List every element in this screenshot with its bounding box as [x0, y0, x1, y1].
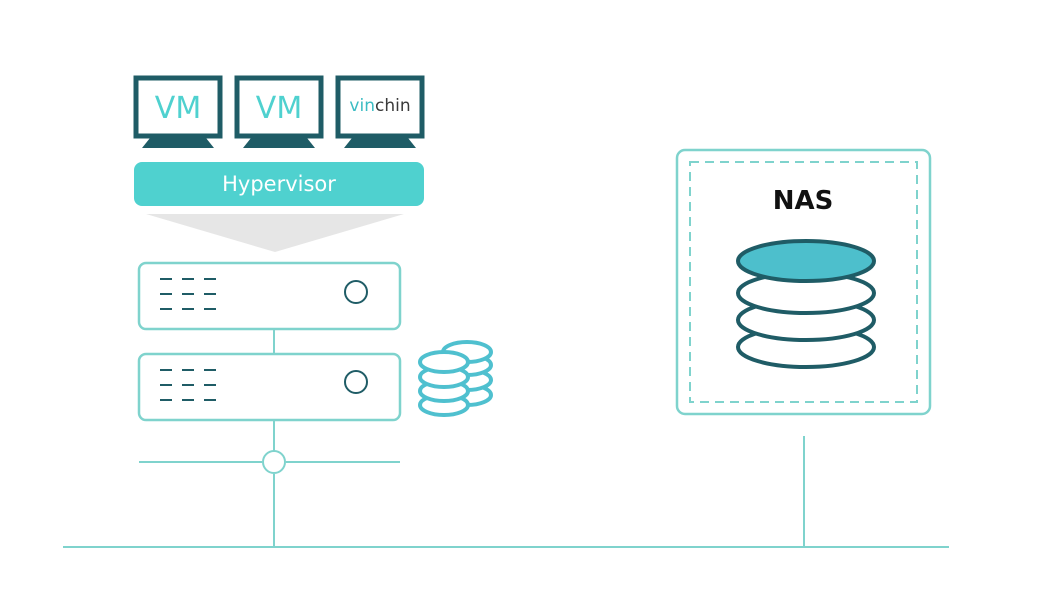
- hypervisor-label: Hypervisor: [222, 172, 336, 196]
- nas-title: NAS: [773, 186, 834, 216]
- hypervisor-projection: [146, 214, 404, 252]
- local-storage-icon: [418, 340, 493, 417]
- hypervisor-bar: Hypervisor: [134, 162, 424, 206]
- server-2: [137, 352, 402, 422]
- nas-device: NAS: [675, 148, 932, 416]
- network-lines: [63, 420, 949, 548]
- vinchin-monitor: vinchin: [335, 75, 425, 148]
- network-switch-node: [262, 450, 286, 474]
- vm-monitor-2: VM: [234, 75, 324, 148]
- server-1-power-icon: [344, 280, 368, 304]
- server-2-drive-bays: [160, 369, 216, 401]
- vm-label: VM: [256, 91, 302, 126]
- server-2-power-icon: [344, 370, 368, 394]
- server-1: [137, 261, 402, 331]
- server-1-drive-bays: [160, 278, 216, 310]
- vinchin-logo-vin: vin: [349, 96, 375, 116]
- vm-monitor-1: VM: [133, 75, 223, 148]
- vm-label: VM: [155, 91, 201, 126]
- nas-storage-icon: [736, 239, 876, 369]
- vinchin-logo: vinchin: [349, 96, 410, 116]
- vinchin-logo-chin: chin: [375, 96, 411, 116]
